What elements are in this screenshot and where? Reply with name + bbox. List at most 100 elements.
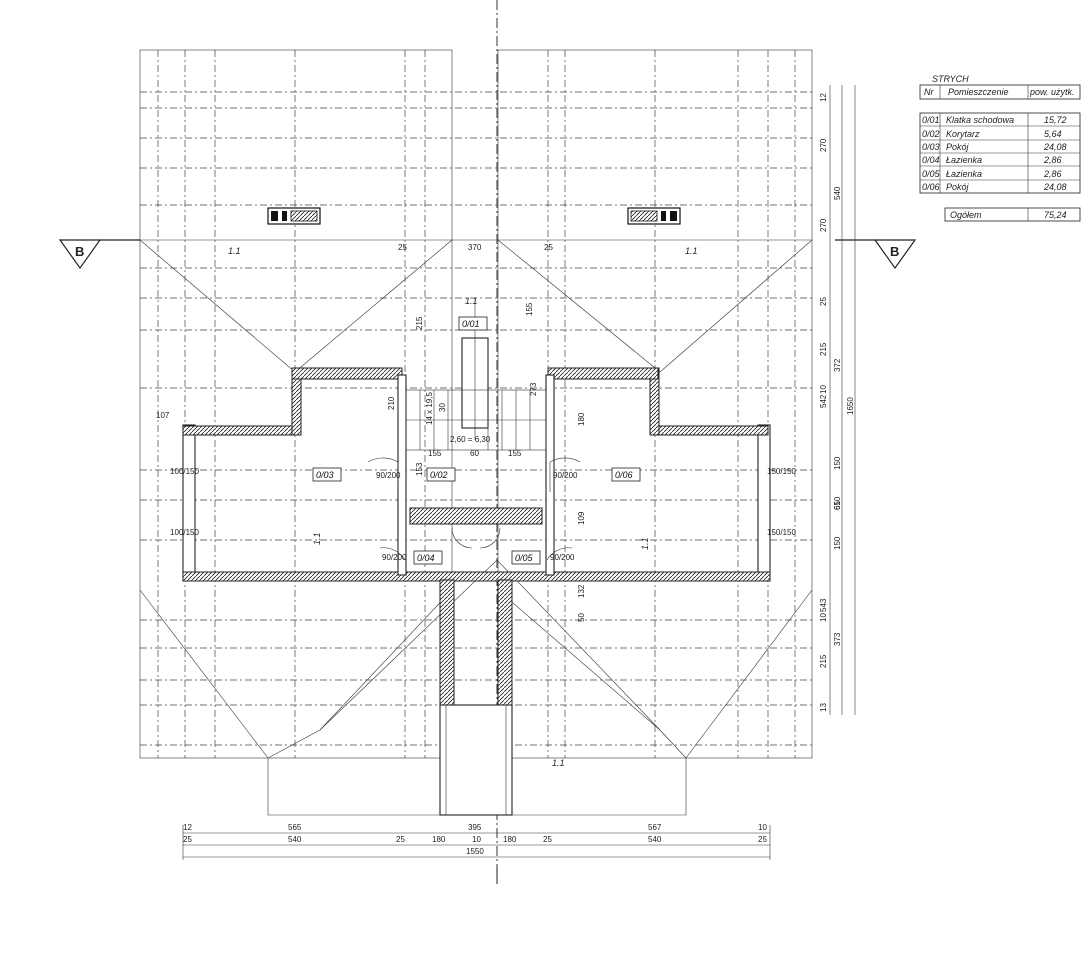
dimension-text: 210 bbox=[387, 396, 396, 410]
roof-outline bbox=[139, 49, 813, 816]
table-cell: Klatka schodowa bbox=[946, 115, 1014, 125]
table-row: 0/04 Łazienka 2,86 bbox=[922, 155, 1062, 165]
table-total-label: Ogółem bbox=[950, 210, 982, 220]
window-label: 90/200 bbox=[550, 553, 575, 562]
window-labels: 100/150 100/150 90/200 90/200 90/200 90/… bbox=[170, 467, 796, 562]
table-cell: 0/03 bbox=[922, 142, 940, 152]
structural-grid bbox=[140, 50, 812, 758]
dimension-text: 215 bbox=[819, 342, 828, 356]
table-cell: 15,72 bbox=[1044, 115, 1067, 125]
window-label: 90/200 bbox=[553, 471, 578, 480]
dimension-text: 155 bbox=[525, 302, 534, 316]
table-cell: Łazienka bbox=[946, 169, 982, 179]
table-cell: Korytarz bbox=[946, 129, 980, 139]
window-label: 90/200 bbox=[382, 553, 407, 562]
table-row: 0/05 Łazienka 2,86 bbox=[922, 169, 1062, 179]
inner-dimensions: 370 215 155 155 60 155 180 153 210 30 27… bbox=[156, 243, 586, 622]
walls bbox=[182, 337, 771, 816]
dimension-text: 565 bbox=[288, 823, 302, 832]
section-marker-right: B bbox=[835, 239, 917, 270]
table-cell: 2,86 bbox=[1043, 155, 1062, 165]
dimension-text: 25 bbox=[398, 243, 407, 252]
table-title: STRYCH bbox=[932, 74, 969, 84]
room-label-0-05: 0/05 bbox=[515, 553, 534, 563]
dimension-text: 540 bbox=[288, 835, 302, 844]
section-marker-label: B bbox=[75, 244, 84, 259]
dimension-text: 65 bbox=[833, 501, 842, 510]
dimension-text: 180 bbox=[503, 835, 517, 844]
table-cell: 0/05 bbox=[922, 169, 941, 179]
right-dimensions: 12 270 270 25 215 10 372 542 150 65 150 … bbox=[819, 85, 856, 715]
window-label: 90/200 bbox=[376, 471, 401, 480]
dimension-text: 153 bbox=[415, 462, 424, 476]
table-cell: 24,08 bbox=[1043, 182, 1067, 192]
dimension-text: 215 bbox=[415, 316, 424, 330]
bottom-dimensions: 12 565 395 567 10 25 540 25 180 10 180 2… bbox=[182, 823, 771, 860]
dimension-text: 10 bbox=[472, 835, 481, 844]
table-cell: 0/06 bbox=[922, 182, 940, 192]
slope-label: 1.1 bbox=[228, 246, 241, 256]
chimney-left bbox=[267, 207, 321, 225]
table-total-value: 75,24 bbox=[1044, 210, 1067, 220]
room-labels: 0/01 0/02 0/03 0/04 0/05 0/06 bbox=[312, 316, 641, 565]
dimension-text: 1650 bbox=[846, 397, 855, 415]
dimension-text: 12 bbox=[183, 823, 192, 832]
dimension-text: 150 bbox=[833, 456, 842, 470]
table-cell: 5,64 bbox=[1044, 129, 1062, 139]
dimension-text: 25 bbox=[544, 243, 553, 252]
dimension-text: 542 bbox=[819, 394, 828, 408]
slope-label: 1.1 bbox=[685, 246, 698, 256]
dimension-text: 180 bbox=[432, 835, 446, 844]
table-row: 0/06 Pokój 24,08 bbox=[922, 182, 1067, 192]
stair-step-label: 14 x 19,5 bbox=[425, 392, 434, 425]
window-label: 100/150 bbox=[170, 528, 199, 537]
window-label: 100/150 bbox=[170, 467, 199, 476]
dimension-text: 10 bbox=[819, 385, 828, 394]
dimension-text: 10 bbox=[758, 823, 767, 832]
dimension-text: 540 bbox=[648, 835, 662, 844]
dimension-text: 395 bbox=[468, 823, 482, 832]
dimension-text: 540 bbox=[833, 186, 842, 200]
section-marker-left: B bbox=[58, 239, 140, 270]
dimension-text: 215 bbox=[819, 654, 828, 668]
table-cell: Łazienka bbox=[946, 155, 982, 165]
slope-label: 1.1 bbox=[640, 537, 650, 550]
dimension-text: 370 bbox=[468, 243, 482, 252]
slope-labels: 1.1 1.1 1.1 1.1 1.1 1.1 bbox=[228, 246, 698, 768]
table-cell: 2,86 bbox=[1043, 169, 1062, 179]
room-label-0-03: 0/03 bbox=[316, 470, 334, 480]
table-header: Nr bbox=[924, 87, 934, 97]
dimension-text: 50 bbox=[577, 613, 586, 622]
table-row: 0/02 Korytarz 5,64 bbox=[922, 129, 1062, 139]
dimension-text: 25 bbox=[758, 835, 767, 844]
room-label-0-01: 0/01 bbox=[462, 319, 480, 329]
dimension-text: 273 bbox=[529, 382, 538, 396]
window-label: 150/150 bbox=[767, 467, 796, 476]
room-label-0-02: 0/02 bbox=[430, 470, 448, 480]
dimension-text: 60 bbox=[470, 449, 479, 458]
dimension-text: 30 bbox=[438, 403, 447, 412]
dimension-text: 132 bbox=[577, 584, 586, 598]
chimney-right bbox=[627, 207, 681, 225]
dimension-text: 25 bbox=[183, 835, 192, 844]
window-label: 150/150 bbox=[767, 528, 796, 537]
slope-label: 1.1 bbox=[552, 758, 565, 768]
slope-label: 1.1 bbox=[312, 532, 322, 545]
dimension-text: 180 bbox=[577, 412, 586, 426]
dimension-text: 10 bbox=[819, 613, 828, 622]
door-swings bbox=[367, 457, 581, 561]
dimension-text: 155 bbox=[428, 449, 442, 458]
table-cell: 0/04 bbox=[922, 155, 940, 165]
stair-run-label: 2,60 = 6,30 bbox=[450, 435, 491, 444]
dimension-text: 25 bbox=[543, 835, 552, 844]
dimension-text: 13 bbox=[819, 703, 828, 712]
room-label-0-04: 0/04 bbox=[417, 553, 435, 563]
room-label-0-06: 0/06 bbox=[615, 470, 633, 480]
dimension-text: 270 bbox=[819, 218, 828, 232]
dimension-text: 543 bbox=[819, 598, 828, 612]
table-cell: Pokój bbox=[946, 182, 970, 192]
table-cell: 0/01 bbox=[922, 115, 940, 125]
dimension-text: 373 bbox=[833, 632, 842, 646]
dimension-text: 107 bbox=[156, 411, 170, 420]
